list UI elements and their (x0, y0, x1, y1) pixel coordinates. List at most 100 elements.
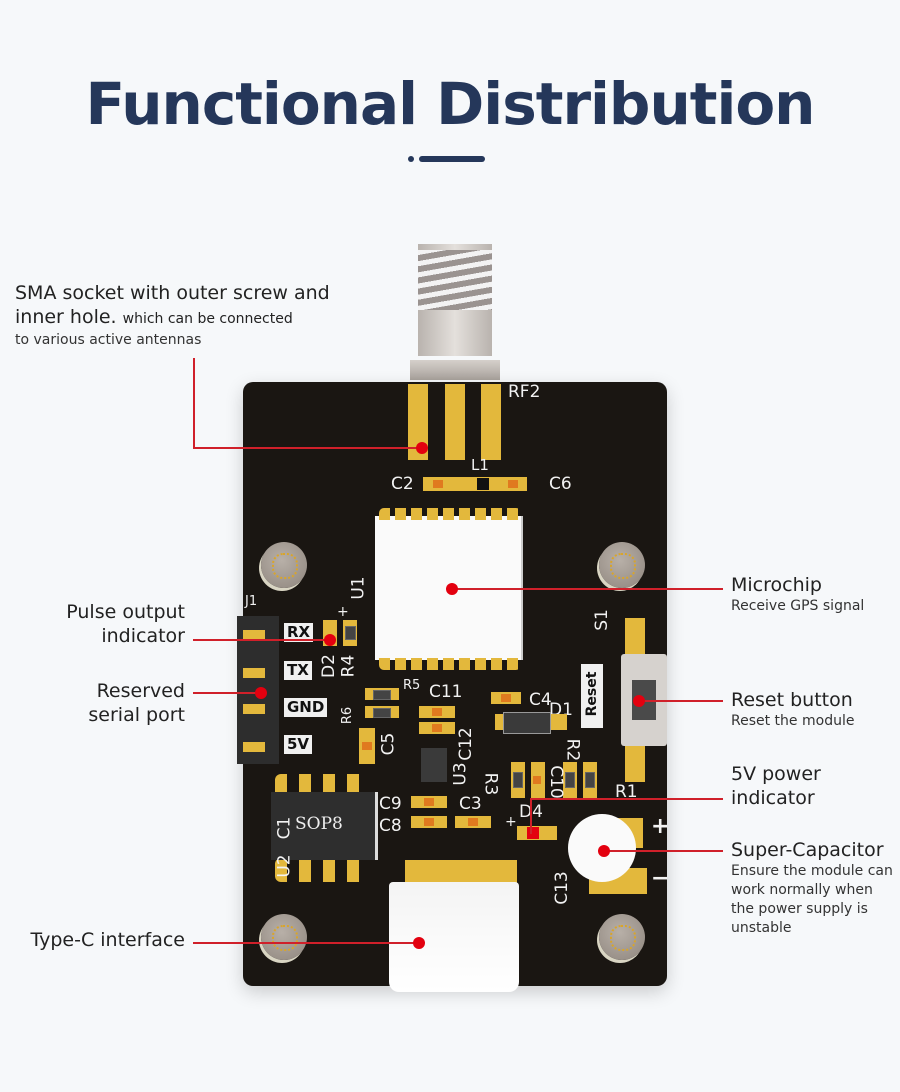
callout-supercap-sub4: unstable (731, 920, 792, 936)
marker-typec (413, 937, 425, 949)
callout-power-line2: indicator (731, 787, 815, 809)
capacitor-c9 (424, 798, 434, 806)
marker-pulse (324, 634, 336, 646)
callout-supercap-sub2: work normally when (731, 882, 873, 898)
silk-c9: C9 (379, 794, 402, 814)
resistor-r4 (345, 626, 356, 640)
callout-sma-sub-inline: which can be connected (122, 311, 293, 327)
chip-u2 (271, 792, 378, 860)
callout-power: 5V power indicator (731, 762, 900, 810)
pin-label-tx: TX (284, 661, 312, 680)
callout-reset: Reset button Reset the module (731, 688, 900, 731)
callout-pulse: Pulse output indicator (20, 600, 185, 648)
mounting-hole (261, 542, 307, 588)
callout-pulse-line1: Pulse output (66, 601, 185, 623)
marker-microchip (446, 583, 458, 595)
silk-r3: R3 (480, 772, 501, 796)
chip-u2-label: SOP8 (295, 814, 343, 834)
capacitor-c6 (508, 480, 518, 488)
leader-line-reset (640, 700, 723, 702)
resistor-r2 (565, 772, 575, 788)
leader-line-power (530, 798, 532, 834)
leader-line-serial (193, 692, 261, 694)
silk-c13: C13 (551, 871, 572, 905)
leader-line-sma (193, 358, 195, 448)
callout-supercap-sub1: Ensure the module can (731, 863, 893, 879)
callout-supercap: Super-Capacitor Ensure the module can wo… (731, 838, 900, 938)
rf-filter-pads (423, 477, 527, 491)
capacitor-c4 (501, 694, 511, 702)
leader-line-pulse (193, 639, 330, 641)
callout-serial-line1: Reserved (96, 680, 185, 702)
pin-label-5v: 5V (284, 735, 313, 754)
silk-r1: R1 (615, 782, 638, 802)
led-d4 (527, 827, 539, 839)
silk-u3: U3 (450, 762, 471, 786)
switch-s1-pad-bottom (625, 742, 645, 782)
silk-d2: D2 (318, 654, 339, 678)
callout-serial-line2: serial port (88, 704, 185, 726)
capacitor-c11 (432, 708, 442, 716)
typec-connector[interactable] (389, 882, 519, 992)
silk-c3: C3 (459, 794, 482, 814)
capacitor-c12 (432, 724, 442, 732)
gps-chip-pins-top (379, 508, 521, 520)
callout-supercap-sub3: the power supply is (731, 901, 868, 917)
silk-c12: C12 (455, 727, 476, 761)
silk-c5: C5 (378, 732, 399, 756)
silk-plus-d4: + (505, 814, 517, 830)
silk-r6: R6 (340, 706, 356, 725)
diode-d1 (503, 712, 551, 734)
pin-label-rx: RX (284, 623, 314, 642)
silk-r5: R5 (403, 678, 421, 693)
mounting-hole (599, 914, 645, 960)
capacitor-c3 (468, 818, 478, 826)
capacitor-c5 (362, 742, 372, 750)
callout-microchip-main: Microchip (731, 574, 822, 596)
pin-label-gnd: GND (284, 698, 328, 717)
leader-line-sma (193, 447, 421, 449)
silk-c8: C8 (379, 816, 402, 836)
callout-serial: Reserved serial port (20, 679, 185, 727)
title-divider (408, 156, 488, 162)
marker-supercap (598, 845, 610, 857)
callout-sma: SMA socket with outer screw and inner ho… (15, 281, 375, 350)
leader-line-typec (193, 942, 419, 944)
leader-line-microchip (453, 588, 723, 590)
callout-microchip-sub: Receive GPS signal (731, 598, 865, 614)
marker-serial (255, 687, 267, 699)
leader-line-supercap (605, 850, 723, 852)
gps-module-pcb: RF2 L1 C2 C6 U1 J1 RX TX GND 5V + D2 R4 … (237, 382, 669, 992)
gps-chip-pins-bottom (379, 658, 521, 670)
callout-typec-main: Type-C interface (30, 929, 185, 951)
inductor-l1 (477, 478, 489, 490)
switch-s1-pad-top (625, 618, 645, 658)
silk-rf2: RF2 (508, 382, 541, 402)
capacitor-c8 (424, 818, 434, 826)
callout-microchip: Microchip Receive GPS signal (731, 573, 900, 616)
leader-line-power (530, 798, 723, 800)
resistor-r6 (373, 708, 391, 718)
resistor-r1 (585, 772, 595, 788)
silk-u1: U1 (348, 576, 369, 600)
silk-c4: C4 (529, 690, 552, 710)
marker-sma (416, 442, 428, 454)
capacitor-c2 (433, 480, 443, 488)
silk-plus: + (337, 604, 349, 620)
silk-r4: R4 (338, 654, 359, 678)
callout-power-line1: 5V power (731, 763, 821, 785)
callout-pulse-line2: indicator (101, 625, 185, 647)
callout-reset-main: Reset button (731, 689, 853, 711)
resistor-r5 (373, 690, 391, 700)
silk-c11: C11 (429, 682, 463, 702)
silk-j1: J1 (245, 594, 258, 609)
silk-u2: U2 (274, 854, 295, 878)
callout-sma-main: SMA socket with outer screw and inner ho… (15, 282, 330, 328)
silk-c10: C10 (545, 765, 566, 799)
chip-u2-pins (275, 858, 369, 882)
sma-base (410, 360, 500, 380)
silk-s1: S1 (591, 609, 612, 631)
resistor-r3 (513, 772, 523, 788)
marker-reset (633, 695, 645, 707)
typec-pads (405, 860, 517, 884)
